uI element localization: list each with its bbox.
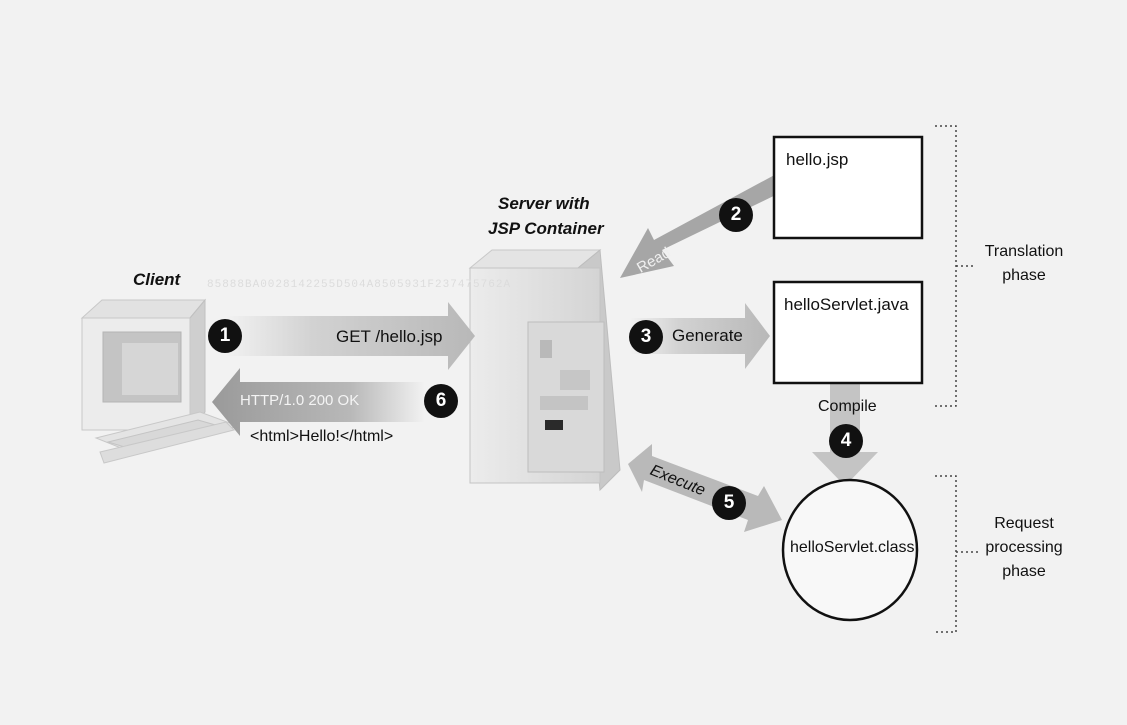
generate-arrow [630,303,770,369]
step-1-label: GET /hello.jsp [336,327,443,346]
server-icon [468,249,621,492]
watermark-text: 85888BA0028142255D504A8505931F237475762A [207,279,512,291]
request-arrow [225,302,475,370]
request-phase-bracket [935,475,978,633]
request-phase-line3: phase [1002,563,1046,580]
step-3-badge: 3 [629,320,663,354]
translation-phase-line1: Translation [984,243,1064,260]
hello-jsp-box [772,135,924,240]
step-6-badge: 6 [424,384,458,418]
step-1-badge: 1 [208,319,242,353]
step-2-badge: 2 [719,198,753,232]
translation-phase-line2: phase [1002,267,1046,284]
step-6-label: HTTP/1.0 200 OK [240,392,360,409]
step-4-badge: 4 [829,424,863,458]
server-label-line2: JSP Container [488,219,604,238]
client-computer-icon [80,298,240,464]
response-arrow [212,368,425,436]
request-phase-line2: processing [985,539,1063,556]
server-label-line1: Server with [498,194,590,213]
hello-servlet-java-label: helloServlet.java [784,295,909,314]
translation-phase-label: Translation phase [968,240,1080,288]
step-4-label: Compile [818,398,877,415]
request-phase-label: Request processing phase [968,512,1080,584]
step-3-label: Generate [672,326,743,345]
hello-servlet-java-box [772,280,924,385]
step-5-badge: 5 [712,486,746,520]
hello-jsp-label: hello.jsp [786,150,849,169]
read-arrow [620,172,790,278]
response-body-label: <html>Hello!</html> [250,428,394,445]
translation-phase-bracket [935,125,976,407]
request-phase-line1: Request [994,515,1054,532]
client-label: Client [133,270,181,289]
hello-servlet-class-circle [781,478,919,622]
hello-servlet-class-label: helloServlet.class [790,539,915,556]
